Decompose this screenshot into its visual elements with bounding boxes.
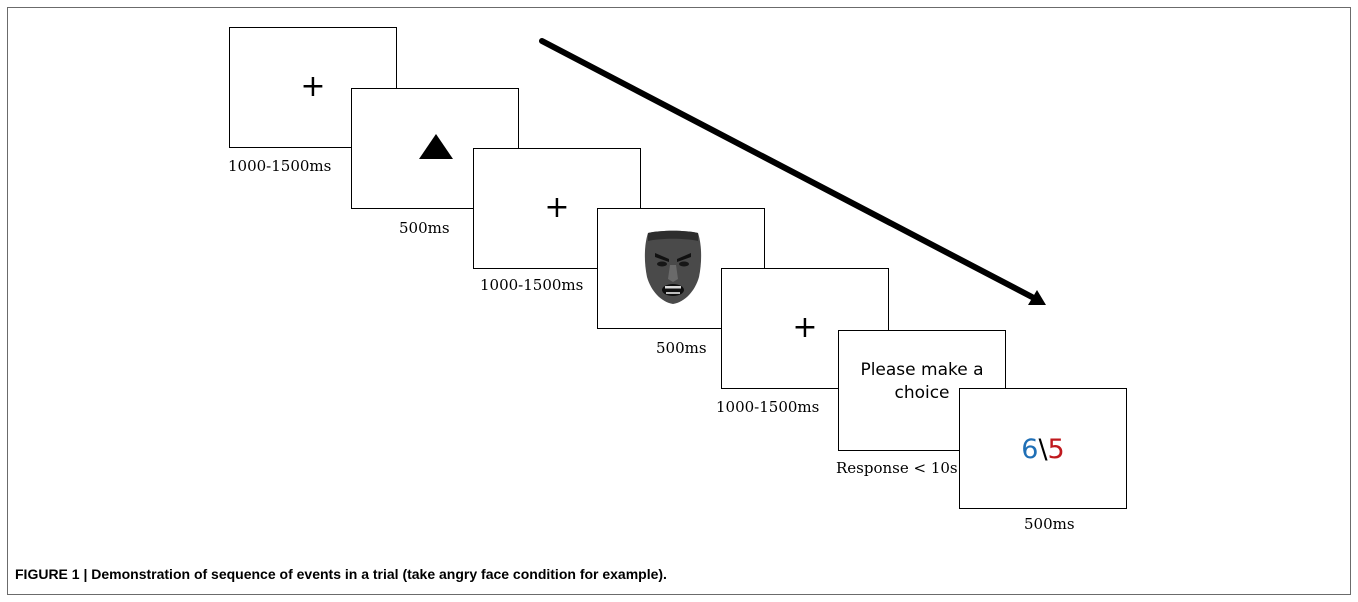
prompt-line-1: Please make a (860, 360, 984, 380)
offer-left-value: 6 (1021, 434, 1039, 465)
fixation-cross: + (300, 68, 326, 104)
angry-face-icon (642, 229, 704, 305)
offer-screen: 6\5 (959, 388, 1127, 509)
duration-label-5: 1000-1500ms (716, 398, 820, 416)
duration-label-4: 500ms (656, 339, 707, 357)
offer-separator: \ (1038, 434, 1048, 465)
figure-caption: FIGURE 1 | Demonstration of sequence of … (15, 566, 667, 582)
fixation-cross: + (792, 309, 818, 345)
duration-label-7: 500ms (1024, 515, 1075, 533)
offer-right-value: 5 (1047, 434, 1065, 465)
offer-display: 6\5 (960, 435, 1126, 465)
duration-label-2: 500ms (399, 219, 450, 237)
duration-label-1: 1000-1500ms (228, 157, 332, 175)
fixation-cross: + (544, 189, 570, 225)
duration-label-6: Response < 10s (836, 459, 958, 477)
triangle-icon (419, 134, 453, 159)
choice-prompt-text: Please make a choice (839, 359, 1005, 405)
prompt-line-2: choice (894, 383, 950, 403)
duration-label-3: 1000-1500ms (480, 276, 584, 294)
